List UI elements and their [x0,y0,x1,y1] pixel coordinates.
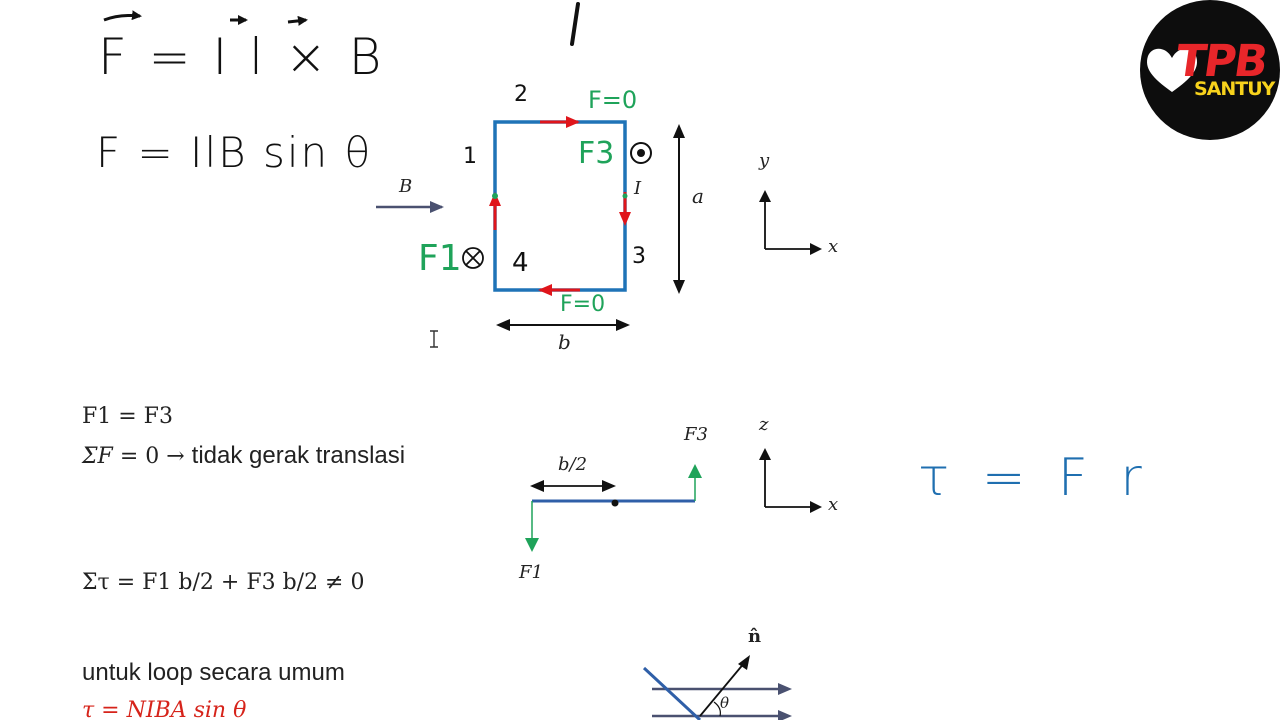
normal-angle-diagram [642,655,792,720]
pivot-point [611,499,619,507]
label-theta: θ [720,694,730,712]
label-I: I [634,178,642,199]
label-B: B [399,176,413,197]
formula-vector: F = I l × B [98,28,385,86]
label-normal-vector: n̂ [748,626,762,647]
side-label-2: 2 [514,82,528,107]
note-force-equality: F1 = F3 [82,404,173,429]
channel-logo: TPB SANTUY [1140,0,1280,140]
label-b: b [558,330,571,354]
label-F1-side: F1 [519,562,543,583]
side-label-3: 3 [632,244,646,269]
axis-label-y: y [759,150,770,171]
logo-subtitle: SANTUY [1194,78,1275,100]
note-net-torque: Στ = F1 b/2 + F3 b/2 ≠ 0 [82,570,365,595]
xz-axes [759,448,822,513]
formula-scalar: F = IlB sin θ [96,128,373,177]
note-torque-formula: τ = NIBA sin θ [82,698,247,723]
side-label-4: 4 [512,248,529,278]
side-label-1: 1 [463,144,477,169]
vector-arrow-B [287,15,308,26]
label-f0-bottom: F=0 [560,292,606,317]
out-of-page-icon [630,142,652,164]
label-f1-handwritten: F1 [418,238,462,279]
text-cursor-icon [430,330,438,348]
vector-arrow-F [103,10,142,22]
axis-label-x: x [828,236,839,257]
note-general-loop: untuk loop secara umum [82,659,345,686]
label-a: a [692,184,704,208]
label-b-half: b/2 [558,454,588,475]
label-F3-side: F3 [684,424,708,445]
into-page-icon [462,247,484,269]
xy-axes [759,190,822,255]
label-f0-top: F=0 [588,86,638,114]
note-net-force-text: tidak gerak translasi [191,442,406,469]
note-net-force: ΣF = 0 → tidak gerak translasi [82,442,406,469]
axis-label-z: z [759,414,769,435]
stray-pen-mark [570,2,580,46]
label-f3-handwritten: F3 [578,136,615,171]
heart-icon [1147,48,1197,92]
torque-formula: τ = F r [918,448,1150,508]
axis-label-x-side: x [828,494,839,515]
